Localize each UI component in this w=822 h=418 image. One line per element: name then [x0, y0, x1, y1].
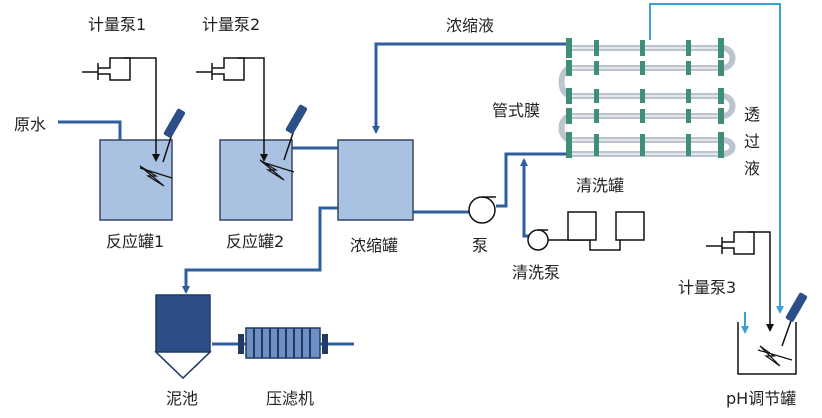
label-permeate-1: 透	[744, 105, 760, 124]
permeate-pipes	[649, 3, 784, 334]
label-meter-pump-1: 计量泵1	[88, 15, 146, 34]
label-reactor-1: 反应罐1	[106, 232, 164, 251]
meter-pump-2	[196, 57, 268, 162]
reactor-tank-2	[219, 104, 308, 221]
tubular-membrane-module	[558, 38, 736, 158]
ph-adjustment-tank	[737, 292, 808, 375]
labels: 计量泵1 计量泵2 原水 反应罐1 反应罐2 浓缩罐 浓缩液 管式膜 透 过 液…	[14, 15, 796, 408]
label-concentrate: 浓缩液	[446, 16, 494, 35]
label-concentrate-tank: 浓缩罐	[350, 236, 398, 255]
probe-icon	[283, 104, 308, 161]
concentrate-tank	[337, 139, 414, 221]
label-sludge-tank: 泥池	[166, 389, 198, 408]
label-permeate-2: 过	[744, 132, 760, 151]
cleaning-pump-pipe	[520, 158, 530, 238]
pump-to-membrane-pipe	[496, 152, 572, 208]
label-permeate-3: 液	[744, 159, 760, 178]
label-cleaning-tank: 清洗罐	[576, 176, 624, 195]
label-cleaning-pump: 清洗泵	[512, 263, 560, 282]
concentrate-return-pipe	[372, 42, 572, 134]
sludge-tank	[154, 294, 212, 380]
meter-pump-3	[706, 231, 774, 332]
label-raw-water: 原水	[14, 115, 46, 134]
label-pump: 泵	[472, 236, 488, 255]
mixer-icon	[139, 165, 173, 187]
mixer-icon	[259, 159, 295, 181]
main-pump	[468, 196, 496, 224]
label-tubular-membrane: 管式膜	[492, 101, 540, 120]
mixer-icon	[757, 345, 793, 367]
process-pipes	[58, 42, 572, 346]
probe-icon	[162, 108, 186, 163]
concentrate-to-sludge-pipe	[182, 206, 338, 294]
filter-press	[238, 327, 328, 359]
label-meter-pump-3: 计量泵3	[678, 278, 736, 297]
meter-pump-1	[82, 57, 160, 162]
reactor-tank-1	[99, 108, 186, 221]
label-meter-pump-2: 计量泵2	[202, 15, 260, 34]
probe-icon	[781, 292, 808, 347]
label-ph-tank: pH调节罐	[726, 389, 796, 408]
label-filter-press: 压滤机	[266, 389, 314, 408]
label-reactor-2: 反应罐2	[226, 232, 284, 251]
cleaning-tanks	[567, 211, 645, 251]
